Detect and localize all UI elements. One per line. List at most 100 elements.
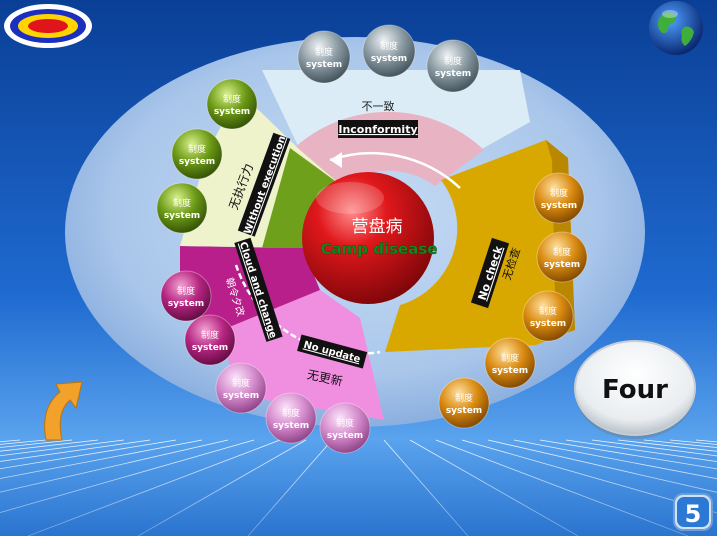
system-bubble-circle [206, 78, 258, 130]
system-bubble-circle [426, 39, 480, 93]
system-bubble-label-cn: 制度 [336, 417, 354, 429]
center-title-en: Camp disease [321, 240, 438, 258]
system-bubble: 制度 system [438, 377, 490, 429]
system-bubble-label-cn: 制度 [550, 187, 568, 199]
system-bubble: 制度 system [265, 392, 317, 444]
system-bubble-circle [184, 314, 236, 366]
system-bubble: 制度 system [484, 337, 536, 389]
system-bubble-label: system [544, 260, 580, 270]
grid-line [435, 439, 689, 536]
system-bubble-label: system [435, 69, 471, 79]
system-bubble-label-cn: 制度 [188, 143, 206, 155]
system-bubble-label-cn: 制度 [315, 46, 333, 58]
grid-line [0, 439, 229, 493]
grid-line [487, 439, 717, 493]
system-bubble-label-cn: 制度 [380, 40, 398, 52]
system-bubble-label-cn: 制度 [223, 93, 241, 105]
system-bubble: 制度 system [215, 362, 267, 414]
system-bubble-circle [533, 172, 585, 224]
grid-line [409, 439, 579, 536]
corner-logo [4, 4, 92, 48]
segment-without-execution [262, 148, 342, 248]
system-bubble: 制度 system [206, 78, 258, 130]
system-bubble-circle [215, 362, 267, 414]
grid-line [539, 439, 717, 470]
system-bubble-label: system [168, 299, 204, 309]
segment-no-check [385, 140, 575, 352]
system-bubble: 制度 system [171, 128, 223, 180]
cloud-change-label-box [234, 237, 283, 342]
system-bubble-label: system [530, 319, 566, 329]
system-bubble-label: system [306, 60, 342, 70]
system-bubble-label: system [541, 201, 577, 211]
inconformity-label: Inconformity [338, 123, 417, 136]
four-badge-text: Four [602, 375, 668, 405]
system-bubble: 制度 system [533, 172, 585, 224]
system-bubble-label-cn: 制度 [553, 246, 571, 258]
system-bubble-circle [522, 290, 574, 342]
grid-line [27, 439, 281, 536]
cycle-arrow-top [329, 152, 461, 189]
system-bubble-label: system [179, 157, 215, 167]
system-bubble-label: system [164, 211, 200, 221]
system-bubble-label-cn: 制度 [201, 329, 219, 341]
system-bubble-label: system [371, 54, 407, 64]
system-bubble-label: system [446, 406, 482, 416]
center-title-cn: 营盘病 [352, 217, 403, 237]
slide-number-text: 5 [685, 500, 702, 528]
system-bubble-circle [160, 270, 212, 322]
grid-line [0, 439, 255, 513]
system-bubble-circle [297, 30, 351, 84]
system-bubble-circle [536, 231, 588, 283]
system-bubble-label-cn: 制度 [539, 305, 557, 317]
system-bubble-circle [319, 402, 371, 454]
system-bubble-circle [171, 128, 223, 180]
globe-icon [649, 1, 703, 55]
system-bubble: 制度 system [297, 30, 351, 84]
system-bubble-label: system [492, 366, 528, 376]
system-bubble: 制度 system [536, 231, 588, 283]
center-circle [302, 172, 434, 304]
system-bubble-label-cn: 制度 [173, 197, 191, 209]
system-bubbles: 制度 system 制度 system 制度 system 制度 system 制度 system… [156, 24, 588, 454]
grid-line [383, 439, 469, 536]
system-bubble-circle [484, 337, 536, 389]
inconformity-label-box [338, 120, 418, 138]
system-bubble-label-cn: 制度 [232, 377, 250, 389]
system-bubble-label-cn: 制度 [444, 55, 462, 67]
system-bubble: 制度 system [362, 24, 416, 78]
system-bubble: 制度 system [426, 39, 480, 93]
grid-line [137, 439, 307, 536]
slide-number-shape: 5 [673, 493, 713, 531]
system-bubble-label: system [273, 421, 309, 431]
system-bubble-label-cn: 制度 [455, 392, 473, 404]
system-bubble-circle [362, 24, 416, 78]
grid-line [565, 439, 717, 462]
grid-line [461, 439, 717, 514]
system-bubble-circle [265, 392, 317, 444]
grid-line [247, 439, 333, 536]
without-execution-label-box [237, 132, 291, 237]
back-arrow-icon[interactable] [44, 381, 83, 441]
system-bubble-label: system [214, 107, 250, 117]
system-bubble-circle [438, 377, 490, 429]
system-bubble: 制度 system [522, 290, 574, 342]
cycle-arrow-head [330, 152, 342, 168]
grid-line [0, 439, 177, 470]
grid-line [513, 439, 717, 480]
system-bubble: 制度 system [184, 314, 236, 366]
no-update-label-box [297, 334, 368, 369]
four-badge: Four [570, 336, 700, 442]
system-bubble-label: system [223, 391, 259, 401]
no-check-label-box [470, 237, 510, 309]
grid-line [0, 439, 151, 462]
grid-line [0, 439, 203, 479]
system-bubble: 制度 system [156, 182, 208, 234]
system-bubble-label: system [192, 343, 228, 353]
system-bubble-label-cn: 制度 [501, 352, 519, 364]
four-badge-shape: Four [574, 340, 696, 439]
system-bubble-label-cn: 制度 [282, 407, 300, 419]
